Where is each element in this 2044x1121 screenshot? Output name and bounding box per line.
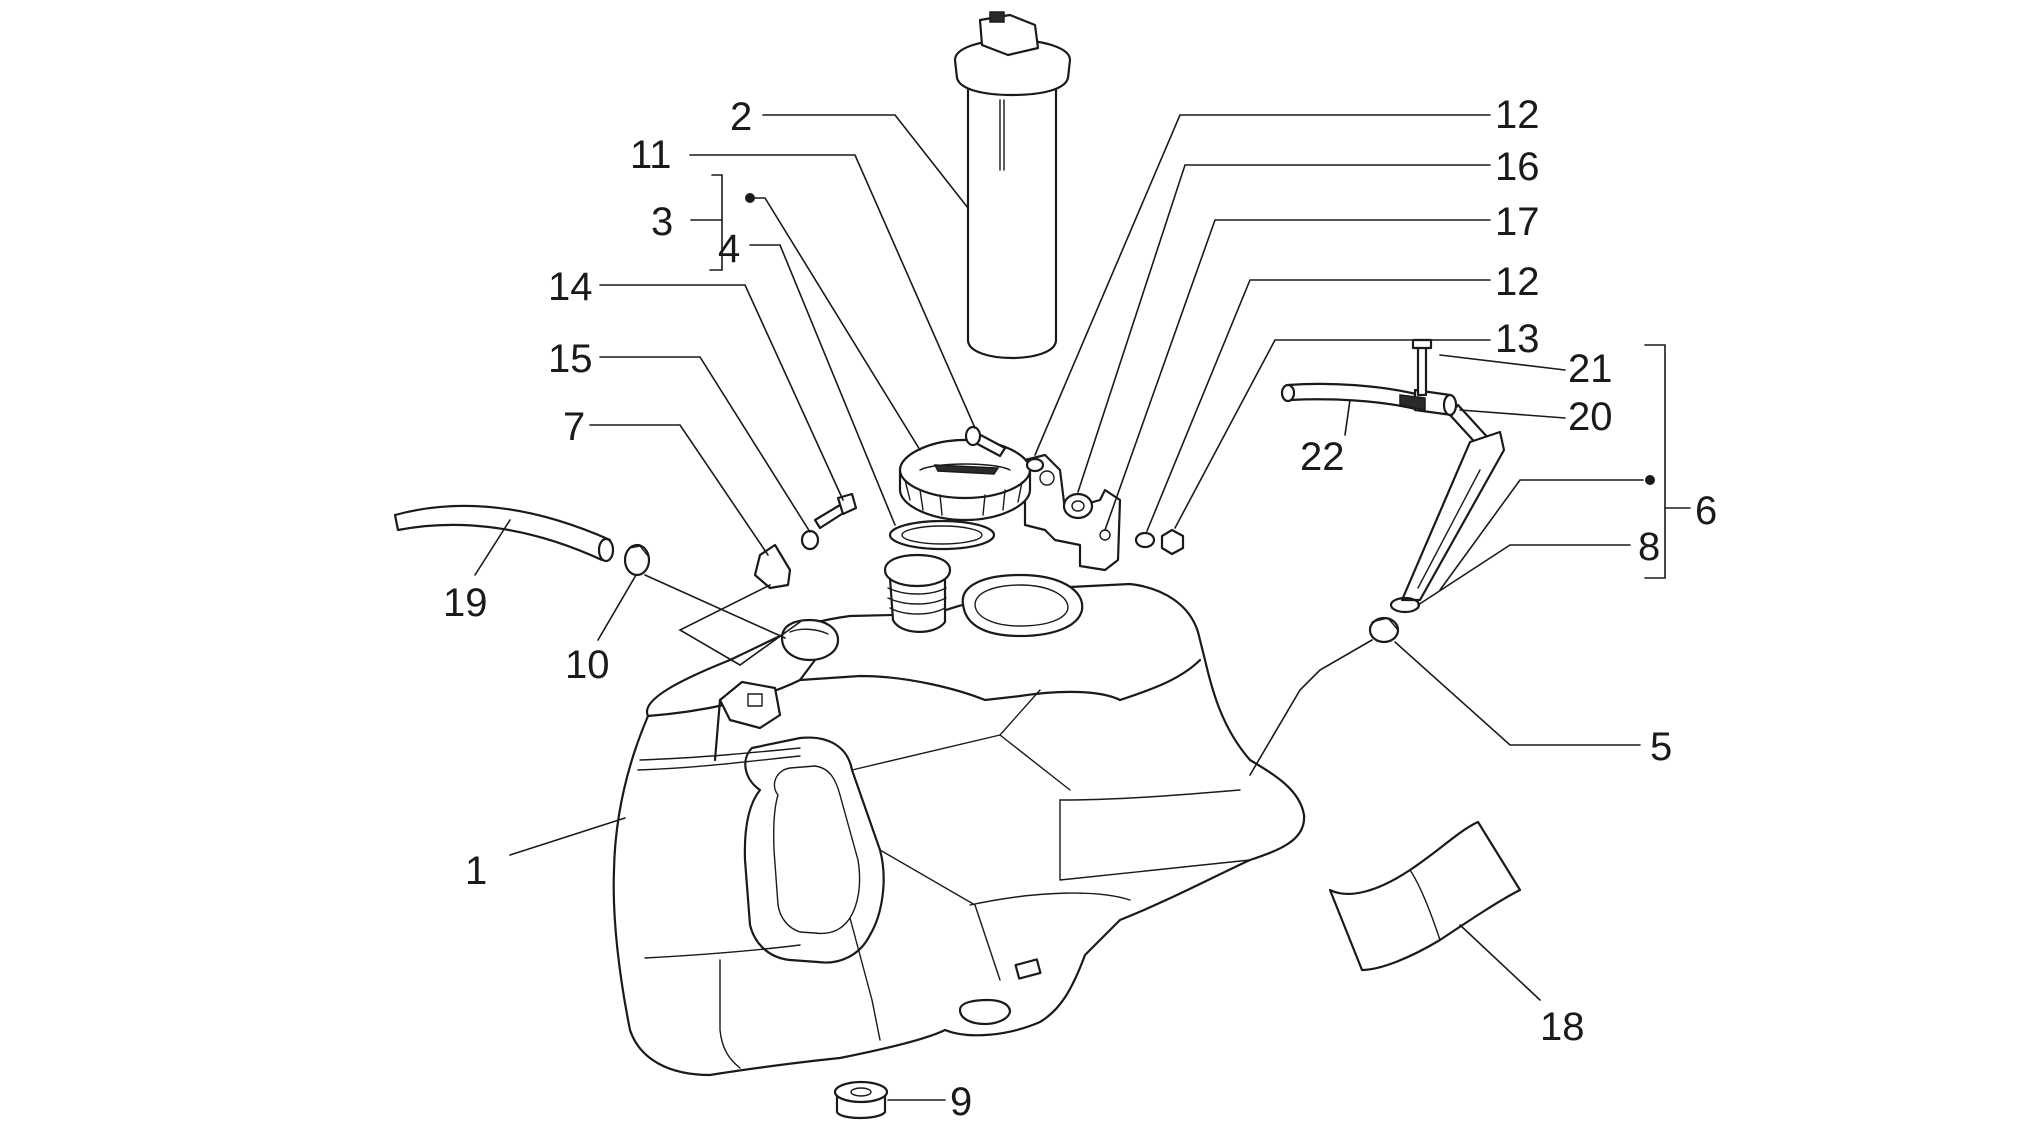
callout-3: 3 [651, 200, 673, 244]
callout-1: 1 [465, 849, 487, 893]
fuel-level-sender-drawing [953, 11, 1072, 360]
callout-14: 14 [548, 265, 593, 309]
callout-labels: 1 2 3 4 5 6 7 8 9 10 11 12 12 13 14 15 1… [443, 93, 1717, 1121]
washer-12b-drawing [1134, 531, 1156, 549]
callout-11: 11 [630, 133, 672, 177]
callout-7: 7 [563, 405, 585, 449]
breather-hose-drawing [393, 504, 615, 563]
callout-9: 9 [950, 1080, 972, 1121]
callout-15: 15 [548, 337, 593, 381]
callout-22: 22 [1300, 435, 1345, 479]
bracket-clip-drawing [753, 543, 792, 590]
callout-12-top: 12 [1495, 93, 1540, 137]
protection-sheet-drawing [1328, 820, 1522, 972]
hose-clamp-5-drawing [1368, 616, 1400, 644]
callout-4: 4 [718, 227, 740, 271]
nut-13-drawing [1160, 528, 1185, 556]
callout-21: 21 [1568, 347, 1613, 391]
washer-16-drawing [1062, 492, 1094, 520]
fuel-hose-22-drawing [1280, 382, 1422, 412]
leader-lines [474, 114, 1691, 1101]
screw-14-drawing [813, 492, 858, 530]
callout-17: 17 [1495, 200, 1540, 244]
washer-15-drawing [800, 529, 820, 551]
cap-gasket-drawing [888, 519, 996, 551]
callout-16: 16 [1495, 145, 1540, 189]
callout-6: 6 [1695, 489, 1717, 533]
callout-2: 2 [730, 95, 752, 139]
callout-5: 5 [1650, 725, 1672, 769]
callout-8: 8 [1638, 525, 1660, 569]
callout-10: 10 [565, 643, 610, 687]
callout-18: 18 [1540, 1005, 1585, 1049]
tap-fitting-drawing [1400, 403, 1506, 602]
callout-12-lower: 12 [1495, 260, 1540, 304]
filler-cap-drawing [898, 438, 1032, 522]
callout-20: 20 [1568, 395, 1613, 439]
screw-11-drawing [964, 425, 1007, 458]
washer-12-drawing [1025, 457, 1045, 473]
callout-13: 13 [1495, 317, 1540, 361]
hose-clamp-10-drawing [623, 543, 651, 577]
screw-21-drawing [1399, 338, 1433, 411]
rubber-grommet-drawing [833, 1080, 889, 1120]
callout-19: 19 [443, 581, 488, 625]
